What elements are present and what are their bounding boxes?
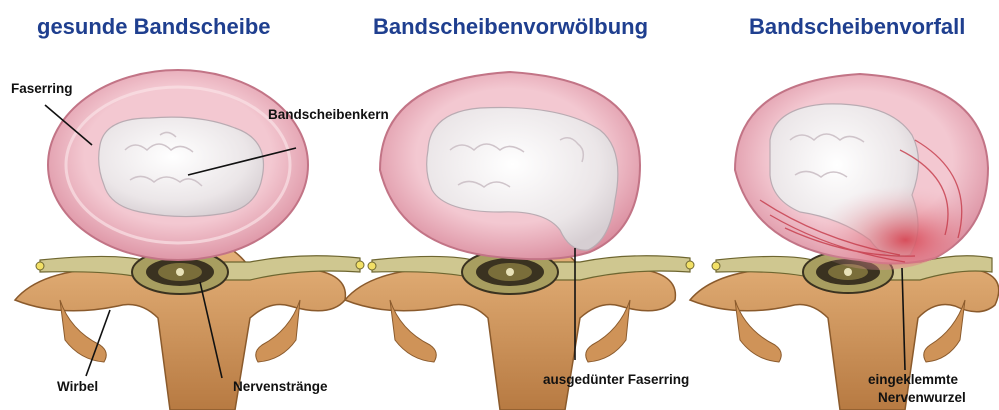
herniated-disc	[735, 74, 988, 270]
bulging-disc-illustration	[345, 72, 694, 410]
label-nerve-strands: Nervenstränge	[233, 379, 328, 394]
label-vertebra: Wirbel	[57, 379, 98, 394]
label-annulus: Faserring	[11, 81, 73, 96]
label-nucleus: Bandscheibenkern	[268, 107, 389, 122]
bulging-disc	[380, 72, 640, 259]
label-thinned-annulus: ausgedünter Faserring	[543, 372, 689, 387]
label-pinched-nerve-root-line2: Nervenwurzel	[878, 390, 966, 405]
herniated-disc-illustration	[690, 74, 999, 410]
label-pinched-nerve-root-line1: eingeklemmte	[868, 372, 958, 387]
healthy-disc	[48, 70, 308, 260]
